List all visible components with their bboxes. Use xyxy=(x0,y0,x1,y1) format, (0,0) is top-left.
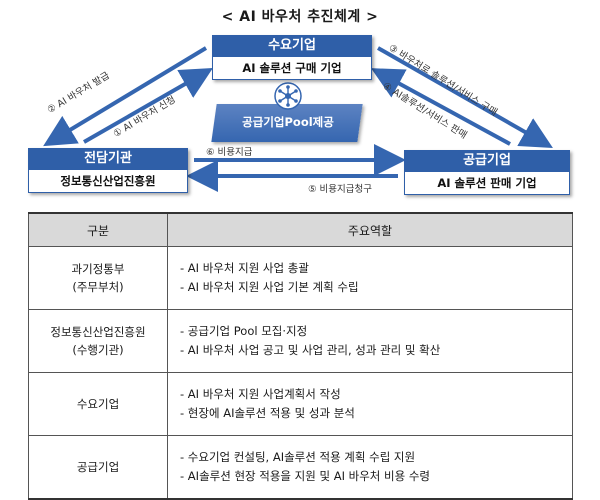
arrow-purchase xyxy=(377,46,553,148)
category-line: 공급기업 xyxy=(76,460,120,474)
diagram-title: < AI 바우처 추진체계 > xyxy=(221,9,379,25)
role-line: - AI 바우처 지원 사업 총괄 xyxy=(180,261,309,275)
role-line: - 현장에 AI솔루션 적용 및 성과 분석 xyxy=(180,406,355,420)
role-line: - AI 바우처 지원 사업 기본 계획 수립 xyxy=(180,280,359,294)
node-supply-head: 공급기업 xyxy=(404,150,570,172)
category-line: 정보통신산업진흥원 xyxy=(50,325,146,339)
row-roles: - AI 바우처 지원 사업계획서 작성 - 현장에 AI솔루션 적용 및 성과… xyxy=(167,372,573,436)
role-line: - AI 바우처 사업 공고 및 사업 관리, 성과 관리 및 확산 xyxy=(180,343,441,357)
row-category: 정보통신산업진흥원 (수행기관) xyxy=(28,309,168,373)
role-line: - AI솔루션 현장 적용을 지원 및 AI 바우처 비용 수령 xyxy=(180,469,431,483)
header-category: 구분 xyxy=(28,212,168,247)
row-category: 공급기업 xyxy=(28,435,168,500)
row-roles: - AI 바우처 지원 사업 총괄 - AI 바우처 지원 사업 기본 계획 수… xyxy=(167,246,573,310)
category-line: 과기정통부 xyxy=(71,262,125,276)
category-line: (수행기관) xyxy=(72,343,124,357)
row-category: 과기정통부 (주무부처) xyxy=(28,246,168,310)
pool-label: 공급기업Pool제공 xyxy=(242,115,334,129)
row-roles: - 수요기업 컨설팅, AI솔루션 적용 계획 수립 지원 - AI솔루션 현장… xyxy=(167,435,573,500)
table-row: 공급기업 - 수요기업 컨설팅, AI솔루션 적용 계획 수립 지원 - AI솔… xyxy=(28,435,573,500)
node-demand-sub: AI 솔루션 구매 기업 xyxy=(212,57,372,80)
network-hub-icon xyxy=(274,82,302,110)
flow-label-payment: ⑥ 비용지급 xyxy=(206,147,253,158)
table-header-row: 구분 주요역할 xyxy=(28,212,573,247)
roles-table: 구분 주요역할 과기정통부 (주무부처) - AI 바우처 지원 사업 총괄 -… xyxy=(28,212,573,500)
table-row: 수요기업 - AI 바우처 지원 사업계획서 작성 - 현장에 AI솔루션 적용… xyxy=(28,372,573,436)
arrow-voucher-apply xyxy=(83,68,213,144)
flow-arrows xyxy=(43,46,553,192)
node-supply-company: 공급기업 AI 솔루션 판매 기업 xyxy=(404,150,570,195)
category-line: 수요기업 xyxy=(76,397,120,411)
node-agency: 전담기관 정보통신산업진흥원 xyxy=(28,148,188,193)
role-line: - 공급기업 Pool 모집·지정 xyxy=(180,324,308,338)
row-roles: - 공급기업 Pool 모집·지정 - AI 바우처 사업 공고 및 사업 관리… xyxy=(167,309,573,373)
node-demand-company: 수요기업 AI 솔루션 구매 기업 xyxy=(212,35,372,80)
row-category: 수요기업 xyxy=(28,372,168,436)
category-line: (주무부처) xyxy=(72,280,124,294)
node-supply-sub: AI 솔루션 판매 기업 xyxy=(404,172,570,195)
role-line: - 수요기업 컨설팅, AI솔루션 적용 계획 수립 지원 xyxy=(180,450,416,464)
node-demand-head: 수요기업 xyxy=(212,35,372,57)
table-row: 정보통신산업진흥원 (수행기관) - 공급기업 Pool 모집·지정 - AI … xyxy=(28,309,573,373)
arrow-sale xyxy=(370,68,511,146)
flow-label-payment-claim: ⑤ 비용지급청구 xyxy=(308,184,372,195)
node-agency-sub: 정보통신산업진흥원 xyxy=(28,170,188,193)
role-line: - AI 바우처 지원 사업계획서 작성 xyxy=(180,387,341,401)
arrow-voucher-issue xyxy=(43,46,208,147)
node-agency-head: 전담기관 xyxy=(28,148,188,170)
header-role: 주요역할 xyxy=(167,212,573,247)
table-row: 과기정통부 (주무부처) - AI 바우처 지원 사업 총괄 - AI 바우처 … xyxy=(28,246,573,310)
